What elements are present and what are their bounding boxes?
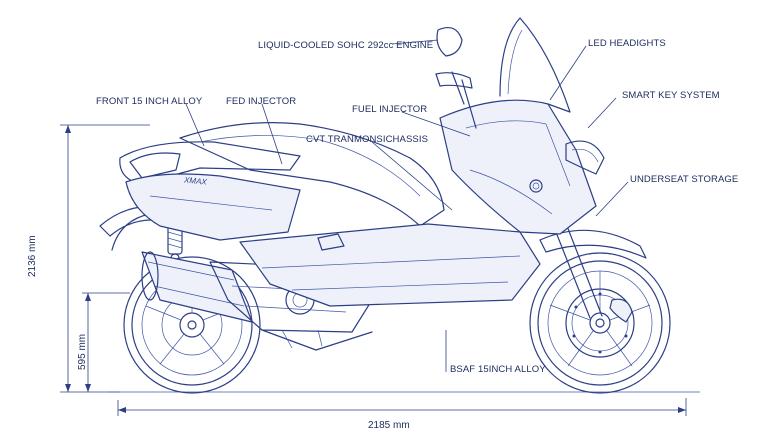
- label-fed-injector: FED INJECTOR: [226, 96, 296, 107]
- label-rear-alloy: BSAF 15INCH ALLOY: [450, 364, 546, 375]
- label-smart-key: SMART KEY SYSTEM: [622, 90, 720, 101]
- overall-length-label: 2185 mm: [368, 420, 410, 431]
- length-dimension: 2185 mm: [117, 398, 687, 431]
- overall-height-label: 2136 mm: [27, 235, 38, 277]
- seat-height-dimension: 595 mm: [77, 292, 130, 392]
- body-badge: XMAX: [183, 175, 208, 186]
- front-wheel: [529, 252, 671, 394]
- label-led-headlights: LED HEADIGHTS: [588, 38, 666, 49]
- label-front-alloy: FRONT 15 INCH ALLOY: [96, 96, 203, 107]
- seat-height-label: 595 mm: [77, 334, 88, 370]
- label-cvt-chassis: CVT TRANMONSICHASSIS: [306, 134, 428, 145]
- height-dimension: 2136 mm: [27, 124, 150, 393]
- scooter-body: XMAX: [119, 17, 605, 307]
- label-fuel-injector: FUEL INJECTOR: [352, 104, 427, 115]
- label-engine: LIQUID-COOLED SOHC 292cc ENGINE: [258, 40, 433, 51]
- engine-unit: [209, 261, 373, 351]
- exhaust: [141, 251, 253, 323]
- leader-lines: [185, 39, 629, 372]
- label-underseat-storage: UNDERSEAT STORAGE: [630, 174, 738, 185]
